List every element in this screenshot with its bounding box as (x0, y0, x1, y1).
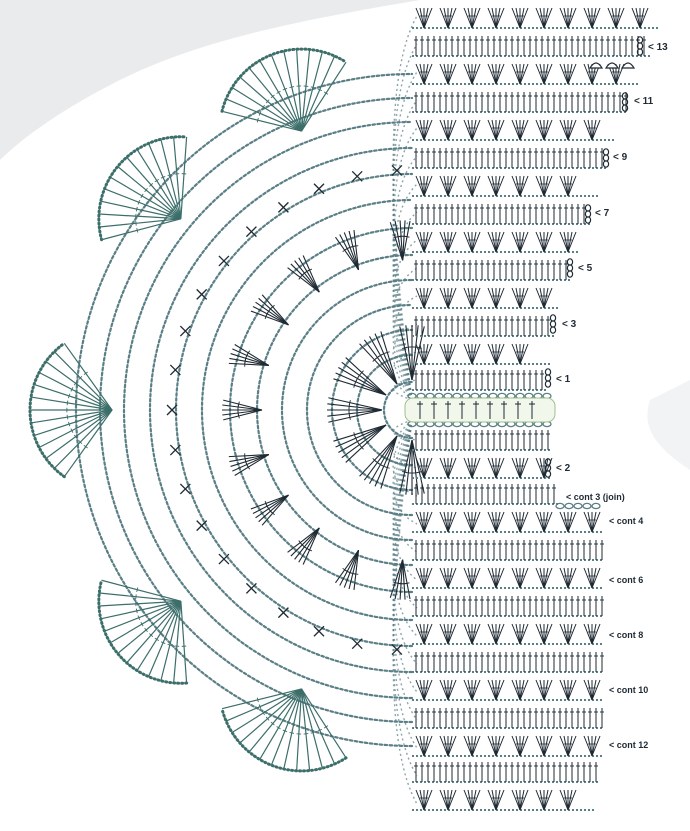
upper-row-12 (412, 316, 554, 336)
row-label-cont-6: < cont 6 (609, 575, 643, 585)
cross-stitch-14 (246, 227, 256, 237)
upper-row-8 (412, 204, 590, 224)
shell-1 (590, 63, 602, 68)
upper-row-11 (412, 288, 560, 308)
lower-row-4 (412, 512, 604, 532)
top-left-shadow (0, 0, 420, 160)
row-label-3: < 3 (562, 320, 576, 330)
turning-chain-6 (550, 315, 555, 333)
lower-row-7 (412, 596, 604, 616)
turning-chain-7 (545, 369, 550, 387)
lower-row-11 (412, 708, 604, 728)
upper-row-9 (412, 232, 580, 252)
row-label-cont-10: < cont 10 (609, 685, 648, 695)
middle-fan-5 (222, 400, 262, 420)
turning-chain-4 (585, 205, 590, 223)
middle-fan-7 (251, 295, 289, 325)
inner-fan-3 (327, 398, 382, 423)
row-label-cont-4: < cont 4 (609, 516, 643, 526)
lower-row-10 (412, 680, 604, 700)
scallop-2 (99, 580, 187, 683)
row-label-7: < 7 (595, 209, 609, 219)
turning-chain-3 (603, 149, 608, 167)
lower-row-6 (412, 568, 604, 588)
half-round-doily (30, 16, 424, 804)
shell-2 (606, 63, 618, 68)
upper-row-4 (412, 92, 628, 112)
lower-row-2 (412, 458, 552, 478)
scallop-4 (99, 137, 187, 240)
middle-fan-1 (335, 550, 358, 590)
upper-row-10 (412, 260, 570, 280)
middle-fan-9 (335, 230, 358, 270)
upper-row-1 (412, 8, 660, 28)
lower-row-3 (412, 484, 558, 504)
cross-stitch-5 (219, 554, 229, 564)
shell-3 (622, 63, 634, 68)
lower-row-14 (412, 790, 596, 810)
row-label-cont-3-join: < cont 3 (join) (566, 492, 625, 502)
upper-row-14 (412, 370, 548, 390)
upper-row-2 (412, 36, 650, 56)
row-label-cont-8: < cont 8 (609, 630, 643, 640)
cross-stitch-13 (219, 256, 229, 266)
lower-row-5 (412, 540, 604, 560)
scallop-1 (222, 689, 346, 771)
right-shadow (647, 380, 690, 470)
row-label-11: < 11 (634, 97, 653, 107)
lower-row-12 (412, 736, 604, 756)
upper-row-13 (412, 344, 550, 364)
row-label-9: < 9 (613, 153, 627, 163)
inner-fan-6 (400, 325, 425, 380)
join-chain (556, 503, 600, 508)
middle-fan-4 (229, 453, 269, 475)
upper-row-7 (412, 176, 598, 196)
lower-row-13 (412, 762, 600, 782)
lower-row-8 (412, 624, 604, 644)
upper-row-5 (412, 120, 616, 140)
upper-row-6 (412, 148, 606, 168)
row-label-cont-12: < cont 12 (609, 740, 648, 750)
cross-stitch-4 (246, 583, 256, 593)
row-label-1: < 1 (556, 375, 570, 385)
lower-row-9 (412, 652, 604, 672)
middle-fan-3 (251, 495, 289, 525)
inner-fan-0 (400, 440, 425, 495)
row-label-13: < 13 (648, 43, 668, 53)
row-label-5: < 5 (578, 264, 592, 274)
lower-row-1 (412, 430, 550, 450)
row-label-2: < 2 (556, 464, 570, 474)
foundation-chain (405, 393, 555, 426)
turning-chain-5 (567, 259, 572, 277)
scallop-3 (30, 343, 112, 476)
upper-row-3 (412, 64, 640, 84)
middle-fan-6 (229, 344, 269, 366)
scallop-5 (222, 49, 346, 131)
